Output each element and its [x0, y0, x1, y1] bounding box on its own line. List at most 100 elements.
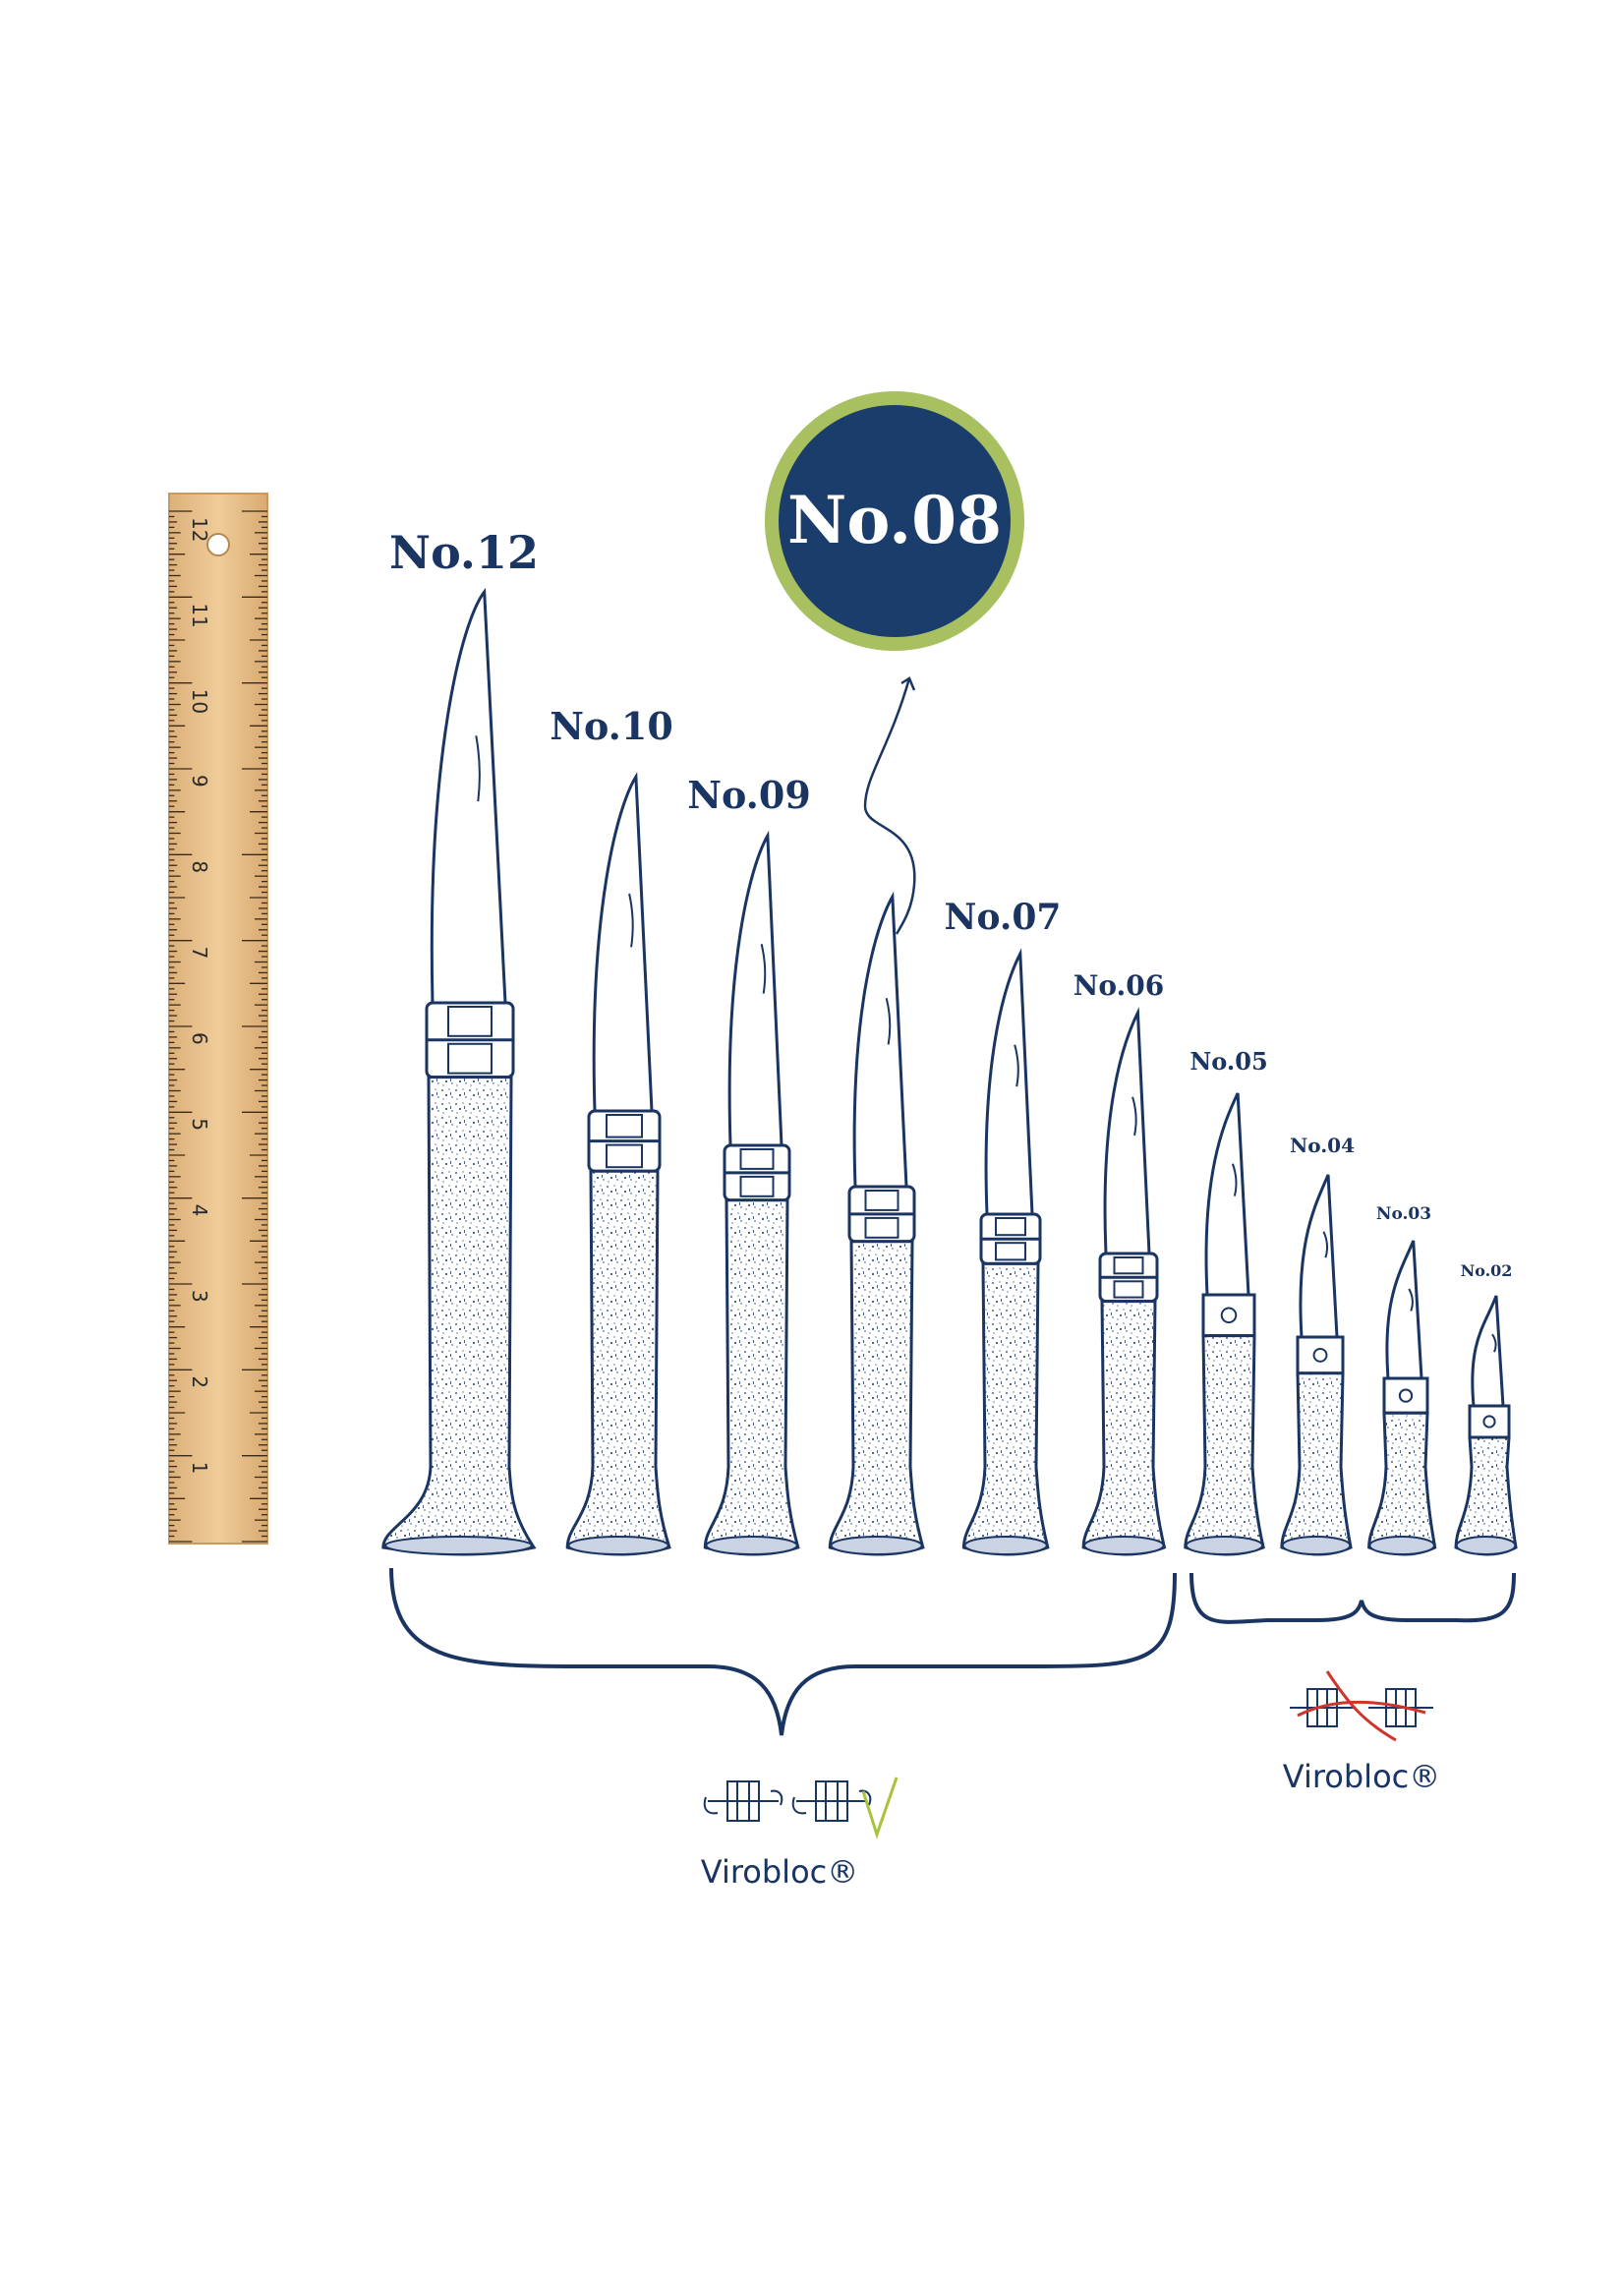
- collar-ring: [864, 1216, 899, 1239]
- knife-label: No.02: [1461, 1261, 1513, 1280]
- knife-label: No.06: [1073, 969, 1165, 1002]
- collar: [1296, 1335, 1345, 1375]
- rivet: [1312, 1347, 1328, 1363]
- collar-ring: [739, 1148, 775, 1170]
- knife-handle: [381, 1076, 537, 1556]
- knife-no03: No.03: [1367, 1204, 1437, 1556]
- knife-handle: [828, 1240, 925, 1556]
- knife-blade: [1385, 1240, 1423, 1380]
- blade-nick: [475, 735, 481, 802]
- blade-nick: [1131, 1096, 1137, 1137]
- ruler-number: 10: [188, 689, 211, 714]
- knife-blade: [852, 891, 908, 1189]
- ruler-number: 2: [188, 1375, 211, 1388]
- blade-nick: [1231, 1163, 1238, 1196]
- knife-no09: No.09: [687, 773, 811, 1556]
- cross-out-icon: [1297, 1670, 1426, 1742]
- collar: [1382, 1376, 1429, 1415]
- knife-no05: No.05: [1184, 1047, 1268, 1556]
- knife-label: No.10: [550, 704, 673, 748]
- blade-nick: [1408, 1288, 1414, 1312]
- knife-no07: No.07: [945, 897, 1061, 1556]
- handle-base: [384, 1536, 533, 1555]
- knife-no10: No.10: [550, 704, 673, 1556]
- handle-base: [567, 1536, 669, 1555]
- handle-base: [1455, 1536, 1517, 1555]
- knife-blade: [1471, 1295, 1505, 1408]
- knife-no04: No.04: [1280, 1134, 1355, 1556]
- rivet: [1220, 1307, 1238, 1324]
- knife-handle: [961, 1261, 1050, 1556]
- knife-blade: [984, 948, 1034, 1216]
- check-mark-icon: [861, 1777, 899, 1839]
- blade-nick: [1322, 1231, 1329, 1258]
- virobloc-small-label: Virobloc®: [1283, 1758, 1440, 1795]
- virobloc-large-label: Virobloc®: [701, 1853, 858, 1891]
- handle-base: [1083, 1536, 1165, 1555]
- rivet: [1482, 1415, 1496, 1429]
- ruler-hole: [206, 533, 230, 556]
- knife-blade: [430, 587, 507, 1005]
- handle-base: [830, 1536, 923, 1555]
- collar-ring: [1113, 1280, 1144, 1299]
- ruler-number: 6: [188, 1032, 211, 1045]
- knife-label: No.05: [1189, 1047, 1267, 1076]
- virobloc-lock-closed-icon: [703, 1780, 783, 1822]
- knife-blade: [727, 830, 783, 1147]
- knife-handle: [703, 1198, 800, 1556]
- ruler-number: 1: [188, 1462, 211, 1475]
- collar-ring: [995, 1217, 1026, 1237]
- blade-nick: [1014, 1044, 1019, 1087]
- collar-ring: [606, 1114, 643, 1138]
- knife-handle: [565, 1169, 671, 1556]
- virobloc-large-icons: [703, 1777, 899, 1839]
- knife-blade: [592, 772, 654, 1113]
- knife-no06: No.06: [1073, 969, 1167, 1556]
- ruler-number: 11: [188, 603, 211, 627]
- knife-label: No.12: [389, 526, 539, 579]
- size-badge: No.08: [765, 391, 1024, 651]
- knife-label: No.04: [1290, 1134, 1355, 1157]
- ruler-number: 12: [188, 517, 211, 542]
- brace-large-group: [389, 1567, 1177, 1736]
- ruler-number: 9: [188, 775, 211, 787]
- ruler-body: [168, 493, 268, 1545]
- knife-label: No.09: [687, 773, 811, 817]
- handle-base: [705, 1536, 798, 1555]
- badge-pointer-arrow: [863, 676, 916, 935]
- ruler-number: 5: [188, 1118, 211, 1131]
- knife-no08: [828, 891, 925, 1556]
- knife-handle: [1184, 1334, 1265, 1556]
- collar-ring: [995, 1242, 1026, 1261]
- knife-handle: [1367, 1411, 1437, 1556]
- knife-blade: [1204, 1092, 1250, 1297]
- knife-no02: No.02: [1454, 1261, 1518, 1556]
- knife-handle: [1280, 1371, 1353, 1556]
- handle-base: [1185, 1536, 1264, 1555]
- knife-blade: [1103, 1007, 1151, 1255]
- ruler-number: 3: [188, 1290, 211, 1303]
- collar-ring: [447, 1006, 493, 1037]
- collar-ring: [739, 1175, 775, 1197]
- virobloc-lock-open-icon: [791, 1780, 872, 1822]
- blade-nick: [1491, 1333, 1497, 1353]
- handle-base: [1368, 1536, 1435, 1555]
- badge-label: No.08: [787, 482, 1002, 558]
- knife-no12: No.12: [381, 526, 539, 1556]
- collar-ring: [606, 1143, 643, 1169]
- collar: [1468, 1404, 1511, 1439]
- collar-ring: [864, 1190, 899, 1211]
- handle-base: [1281, 1536, 1352, 1555]
- collar: [1201, 1293, 1256, 1338]
- collar-ring: [447, 1042, 493, 1075]
- brace-small-group: [1189, 1572, 1516, 1624]
- ruler-number: 7: [188, 947, 211, 960]
- ruler-number: 4: [188, 1204, 211, 1217]
- knife-handle: [1081, 1300, 1167, 1556]
- handle-base: [963, 1536, 1048, 1555]
- blade-nick: [885, 998, 892, 1045]
